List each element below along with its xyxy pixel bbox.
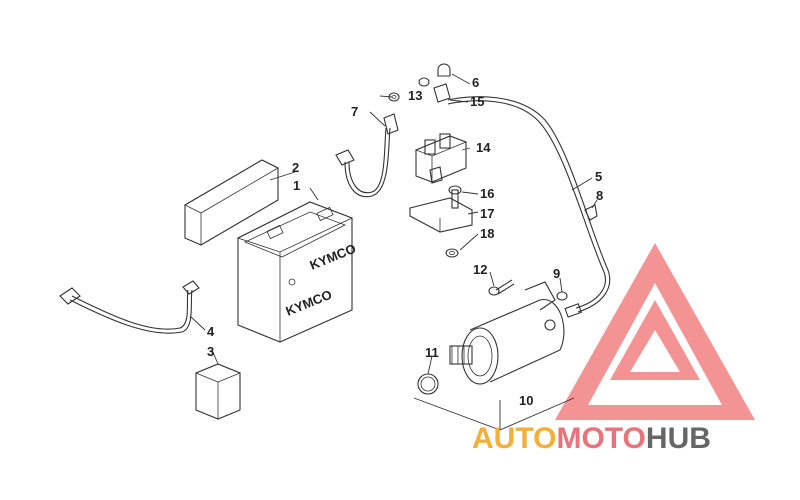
leader-lines [189, 73, 598, 375]
battery-brand-label: KYMCO [284, 287, 334, 319]
callout-10: 10 [519, 393, 533, 408]
callout-4: 4 [207, 324, 215, 339]
callout-15: 15 [470, 94, 484, 109]
callout-18: 18 [480, 226, 494, 241]
relay-cable [335, 113, 399, 198]
callout-3: 3 [207, 344, 214, 359]
callout-7: 7 [351, 104, 358, 119]
callout-12: 12 [473, 262, 487, 277]
svg-text:AUTOMOTOHUB: AUTOMOTOHUB [472, 422, 711, 455]
battery-cable [59, 280, 200, 334]
nut-13b [418, 77, 430, 87]
callout-9: 9 [553, 266, 560, 281]
automotohub-logo-icon [555, 243, 755, 420]
starter-relay [414, 133, 468, 184]
terminal-cap-6 [437, 63, 451, 77]
watermark-moto: MOTO [556, 422, 645, 455]
callout-14: 14 [476, 140, 491, 155]
nut-18 [445, 248, 459, 258]
callout-17: 17 [480, 206, 494, 221]
callout-11: 11 [425, 345, 439, 360]
battery: KYMCO KYMCO [236, 201, 358, 343]
callout-8: 8 [596, 188, 603, 203]
callout-2: 2 [292, 160, 299, 175]
relay-bracket [409, 197, 473, 233]
starter-cable [433, 83, 611, 318]
callout-numbers: 1 2 3 4 5 6 7 8 9 10 11 12 13 14 15 16 1… [207, 75, 603, 408]
callout-13: 13 [408, 88, 422, 103]
callout-5: 5 [595, 169, 602, 184]
cable-clip-8 [584, 204, 598, 221]
foam-pad-upper [184, 159, 279, 246]
callout-16: 16 [480, 186, 494, 201]
battery-small-label: KYMCO [308, 241, 358, 273]
nut-9 [556, 291, 568, 301]
callout-6: 6 [472, 75, 479, 90]
watermark-hub: HUB [646, 422, 711, 455]
bolt-12 [488, 279, 515, 296]
callout-1: 1 [293, 178, 300, 193]
bolt-16 [448, 185, 462, 209]
foam-pad-lower [194, 363, 242, 420]
starter-motor [449, 281, 565, 385]
automotohub-watermark: AUTOMOTOHUB [472, 422, 711, 455]
watermark-auto: AUTO [472, 422, 556, 455]
o-ring-11 [417, 373, 439, 395]
